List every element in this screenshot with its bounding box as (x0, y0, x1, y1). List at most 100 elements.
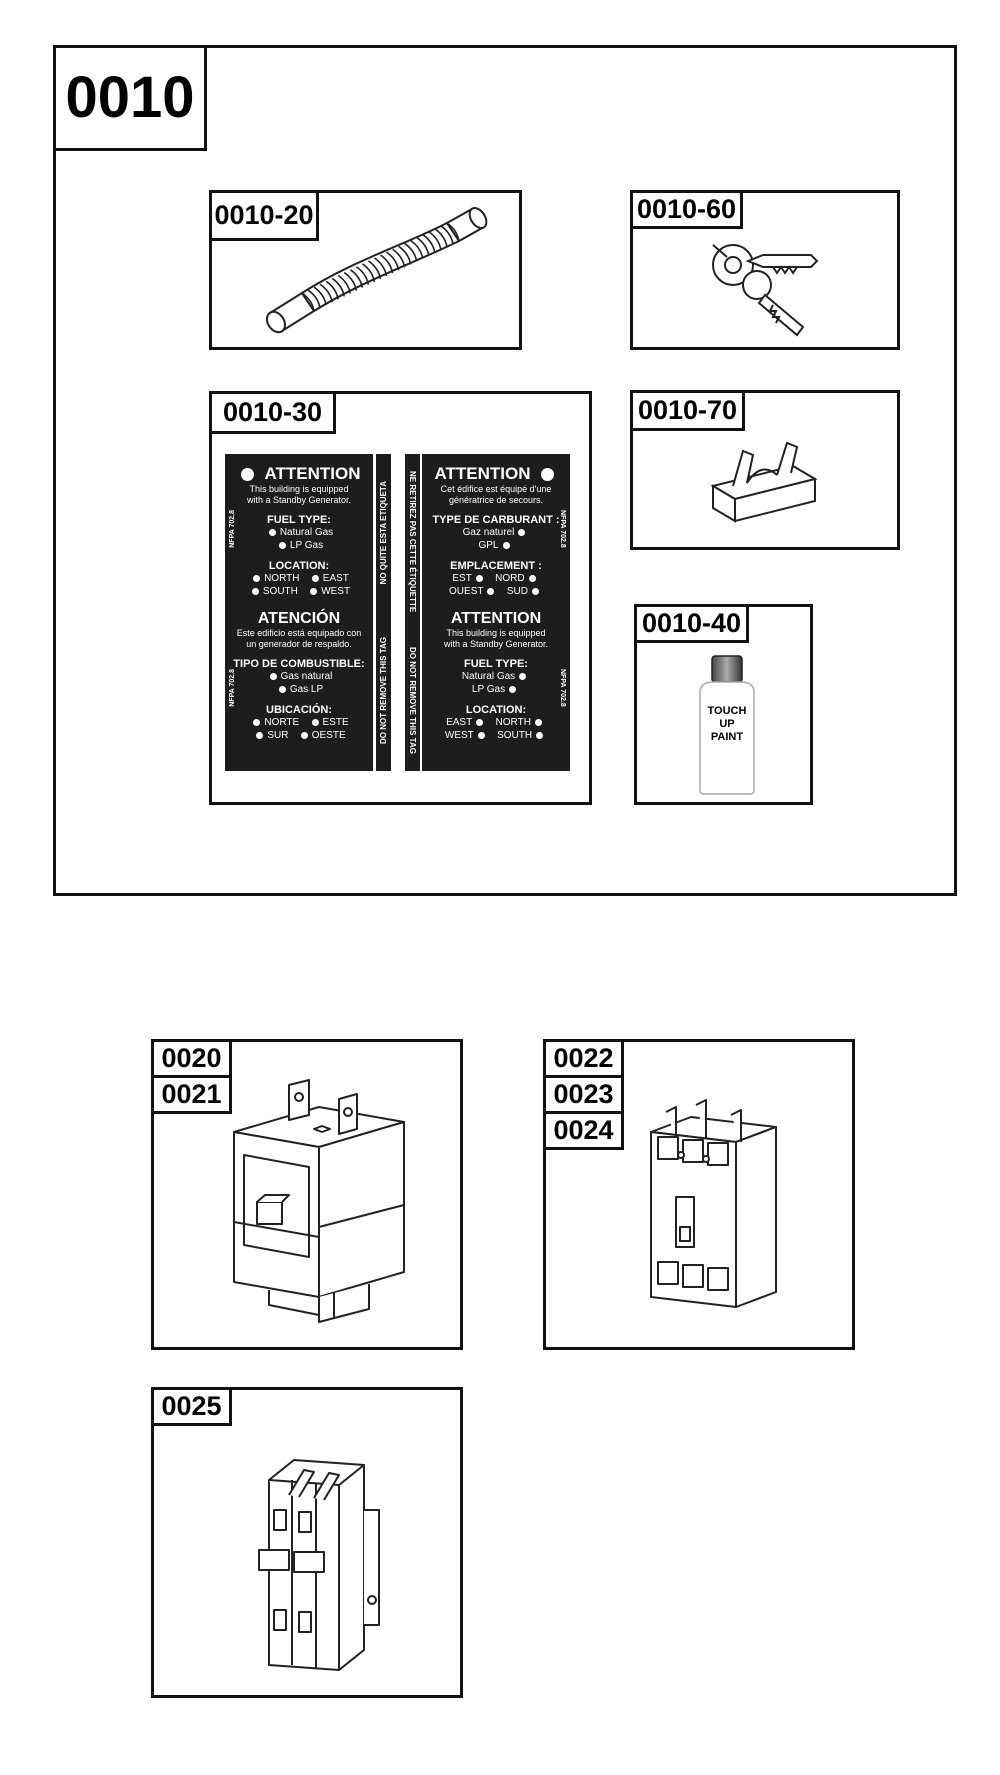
item-hose-label: 0010-20 (209, 190, 319, 241)
hose-rib (380, 254, 394, 274)
transfer-switch-illustration (233, 1079, 405, 1323)
item-fuse-label: 0010-70 (630, 390, 745, 431)
decal-fuel-head-2: TIPO DE COMBUSTIBLE: (233, 658, 365, 670)
checkbox-dot-icon (253, 574, 261, 582)
decal-fuel-opt: Gas LP (289, 684, 324, 695)
decal-strip-1: NO QUITE ESTA ETIQUETA DO NOT REMOVE THI… (376, 454, 391, 771)
hose-rib (349, 269, 364, 288)
checkbox-dot-icon (534, 718, 542, 726)
part-breaker3-frame: 0022 0023 0024 (543, 1039, 855, 1350)
hose-rib (422, 234, 436, 253)
checkbox-dot-icon (536, 731, 544, 739)
decal-title-2: ATENCIÓN (257, 610, 341, 627)
decal-loc-opt: SOUTH (262, 586, 298, 597)
hose-rib (319, 283, 333, 303)
checkbox-dot-icon (475, 574, 483, 582)
checkbox-dot-icon (310, 587, 318, 595)
item-keys-frame: 0010-60 (630, 190, 900, 350)
decal-panel-french-english: ATTENTION Cet édifice est équipé d'une g… (422, 454, 570, 771)
decal-loc-head: EMPLACEMENT : (450, 560, 542, 572)
part-switch-label-2: 0021 (151, 1075, 232, 1114)
checkbox-dot-icon (269, 672, 277, 680)
checkbox-dot-icon (268, 528, 276, 536)
strip-text: NE RETIREZ PAS CETTE ÉTIQUETTE (408, 471, 417, 613)
checkbox-dot-icon (519, 672, 527, 680)
decal-loc-head-2: LOCATION: (465, 704, 527, 716)
decal-loc-opt: NORTE (264, 717, 300, 728)
decal-sub-2: with a Standby Generator. (246, 495, 352, 505)
hose-rib (386, 251, 400, 271)
paint-bottle-illustration (699, 655, 755, 795)
decal-loc-opt: WEST (444, 730, 474, 741)
checkbox-dot-icon (528, 574, 536, 582)
checkbox-dot-icon (311, 718, 319, 726)
decal-fuel-opt: LP Gas (471, 684, 506, 695)
three-pole-breaker-illustration (650, 1099, 777, 1308)
strip-text: DO NOT REMOVE THIS TAG (379, 637, 388, 745)
decal-loc-opt: NORTH (264, 573, 300, 584)
decal-sub2-2: un generador de respaldo. (246, 639, 352, 649)
decal-loc-opt: SOUTH (497, 730, 533, 741)
paint-text-1: TOUCH (707, 705, 747, 717)
checkbox-dot-icon (487, 587, 495, 595)
item-fuse-frame: 0010-70 (630, 390, 900, 550)
part-breaker3-label-1: 0022 (543, 1039, 624, 1078)
checkbox-dot-icon (311, 574, 319, 582)
hole-icon (540, 468, 554, 482)
part-breaker2-label: 0025 (151, 1387, 232, 1426)
part-switch-label-1: 0020 (151, 1039, 232, 1078)
hose-rib (428, 231, 442, 250)
item-paint-label: 0010-40 (634, 604, 749, 643)
keys-illustration (712, 244, 819, 337)
hose-rib (416, 236, 430, 256)
hose-rib (343, 271, 358, 291)
hose-rib (410, 239, 424, 259)
checkbox-dot-icon (278, 685, 286, 693)
checkbox-dot-icon (278, 541, 286, 549)
decal-fuel-opt: LP Gas (289, 540, 324, 551)
hose-rib (367, 260, 382, 280)
item-paint-frame: 0010-40 TOUCH UP PAINT (634, 604, 813, 805)
checkbox-dot-icon (531, 587, 539, 595)
hole-icon (241, 468, 255, 482)
decal-title: ATTENTION (264, 464, 361, 483)
decal-sub-2: génératrice de secours. (448, 495, 544, 505)
item-decal-label: 0010-30 (209, 391, 336, 434)
decal-fuel-opt: Natural Gas (461, 671, 516, 682)
hose-rib (313, 286, 327, 306)
decal-loc-opt: NORD (495, 573, 525, 584)
checkbox-dot-icon (502, 541, 510, 549)
decal-fuel-opt: Gaz naturel (462, 527, 515, 538)
decal-fuel-head-2: FUEL TYPE: (464, 658, 528, 670)
hose-rib (374, 257, 388, 277)
part-breaker2-frame: 0025 (151, 1387, 463, 1698)
part-switch-frame: 0020 0021 (151, 1039, 463, 1350)
part-breaker3-label-2: 0023 (543, 1075, 624, 1114)
decal-fuel-opt: Natural Gas (279, 527, 334, 538)
decal-loc-opt: SUD (506, 586, 528, 597)
decal-title: ATTENTION (434, 464, 531, 483)
decal-loc-opt: EAST (446, 717, 473, 728)
decal-nfpa-code: NFPA 702.8 (559, 669, 566, 707)
hose-rib (434, 228, 448, 247)
item-keys-label: 0010-60 (630, 190, 743, 229)
blade-fuse-illustration (710, 441, 818, 523)
decal-fuel-head: TYPE DE CARBURANT : (432, 514, 560, 526)
decal-sub2-2: with a Standby Generator. (443, 639, 549, 649)
decal-title-2: ATTENTION (450, 610, 542, 627)
hose-rib (440, 225, 454, 245)
checkbox-dot-icon (509, 685, 517, 693)
decal-fuel-head: FUEL TYPE: (267, 514, 331, 526)
decal-fuel-opt: Gas natural (280, 671, 333, 682)
decal-nfpa-code: NFPA 702.8 (559, 510, 566, 548)
checkbox-dot-icon (256, 731, 264, 739)
two-pole-breaker-illustration (258, 1459, 380, 1671)
strip-text: DO NOT REMOVE THIS TAG (408, 646, 417, 754)
checkbox-dot-icon (253, 718, 261, 726)
hose-rib (355, 266, 370, 285)
decal-loc-opt: OESTE (311, 730, 346, 741)
checkbox-dot-icon (251, 587, 259, 595)
decal-fuel-opt: GPL (478, 540, 499, 551)
strip-text: NO QUITE ESTA ETIQUETA (379, 480, 388, 585)
paint-text-2: UP (719, 718, 735, 730)
